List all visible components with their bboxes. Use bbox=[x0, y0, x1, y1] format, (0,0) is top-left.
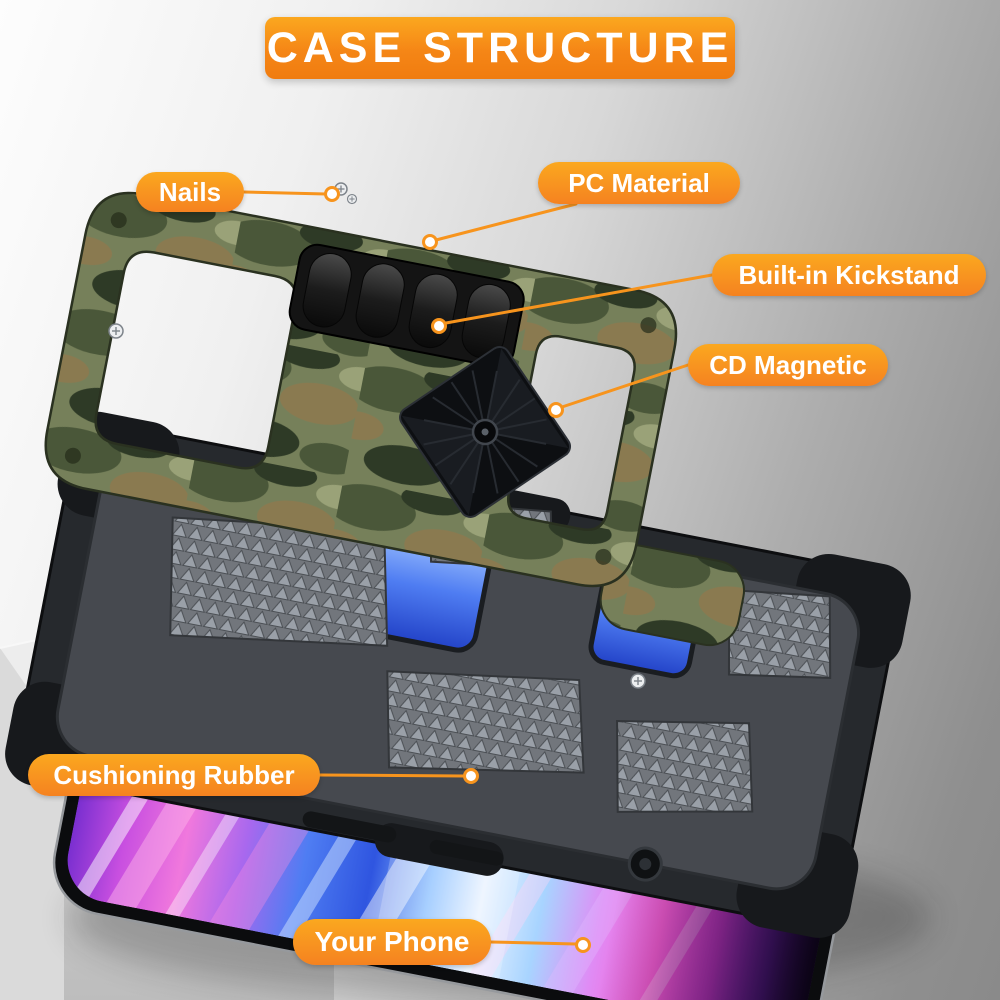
camera-screw bbox=[627, 846, 663, 882]
nail-screw-icons bbox=[108, 182, 646, 689]
camo-frame-layer bbox=[44, 191, 745, 647]
callout-dot bbox=[422, 234, 438, 250]
callout-dot bbox=[431, 318, 447, 334]
callout-line-kickstand bbox=[444, 273, 714, 325]
rubber-ridge bbox=[302, 811, 397, 843]
grip-texture-pad bbox=[616, 720, 754, 813]
callout-dot bbox=[548, 402, 564, 418]
callout-dot bbox=[463, 768, 479, 784]
callout-dot bbox=[324, 186, 340, 202]
rubber-ridge bbox=[429, 839, 504, 866]
callout-label-your-phone: Your Phone bbox=[293, 919, 491, 965]
title-banner: CASE STRUCTURE bbox=[265, 17, 735, 79]
screw-icon bbox=[630, 673, 646, 689]
callout-label-pc-material: PC Material bbox=[538, 162, 740, 204]
screw-icon bbox=[346, 193, 358, 205]
callout-label-nails: Nails bbox=[136, 172, 244, 212]
callout-label-cushioning-rubber: Cushioning Rubber bbox=[28, 754, 320, 796]
callout-dot bbox=[575, 937, 591, 953]
callout-label-cd-magnetic: CD Magnetic bbox=[688, 344, 888, 386]
callout-line-pc-material bbox=[434, 202, 578, 242]
grip-texture-pad bbox=[386, 670, 585, 774]
built-in-kickstand bbox=[288, 243, 525, 368]
callout-label-built-in-kickstand: Built-in Kickstand bbox=[712, 254, 986, 296]
magnetic-plate bbox=[399, 345, 572, 518]
callout-line-cd-magnetic bbox=[560, 363, 690, 409]
callout-lines bbox=[242, 190, 714, 946]
page-title: CASE STRUCTURE bbox=[266, 23, 734, 72]
callout-line-your-phone bbox=[489, 940, 578, 946]
callout-dots bbox=[324, 186, 591, 953]
callout-line-cushioning bbox=[318, 773, 466, 778]
grip-texture-pad bbox=[727, 588, 832, 679]
screw-icon bbox=[108, 323, 124, 339]
callout-line-nails bbox=[242, 190, 328, 196]
